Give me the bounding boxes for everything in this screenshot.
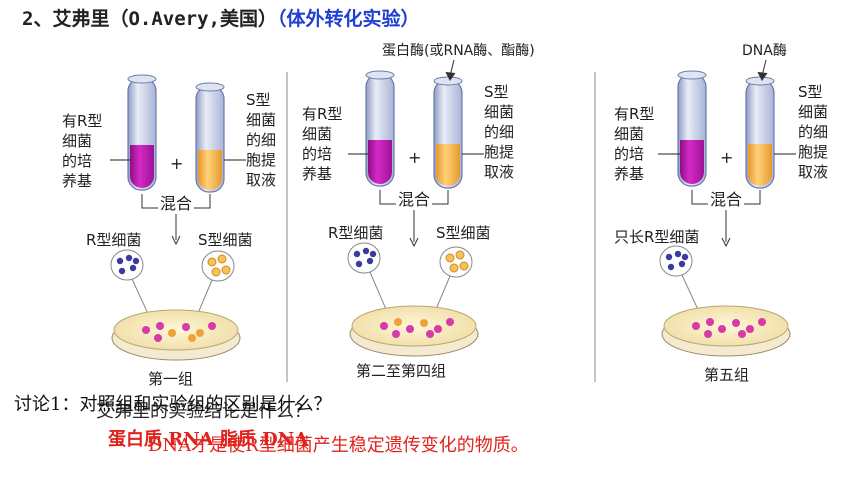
title-text: 2、艾弗里（O.Avery,美国） bbox=[22, 8, 277, 30]
panel2-petri-dish bbox=[349, 305, 479, 357]
panel2-enzyme: 蛋白酶(或RNA酶、酯酶) bbox=[382, 43, 535, 59]
panel3-plus: + bbox=[720, 148, 734, 167]
panel2-mix: 混合 bbox=[396, 186, 433, 210]
panel3-tube-right bbox=[745, 76, 775, 189]
panel2-tube-left bbox=[365, 70, 395, 187]
panel3-tube-left bbox=[677, 70, 707, 187]
panel2-s-bacteria-bubble bbox=[433, 246, 473, 315]
panel2-r-bacteria-bubble bbox=[347, 242, 389, 315]
panel1-r-bacteria: R型细菌 bbox=[86, 231, 142, 249]
discussion-question: 讨论1：对照组和实验组的区别是什么？ bbox=[14, 394, 332, 415]
answer-text: DNA才是使R型细菌产生稳定遗传变化的物质。 bbox=[148, 435, 529, 456]
panel1-left-label: 有R型 细菌 的培 养基 bbox=[62, 112, 103, 190]
panel3-r-only: 只长R型细菌 bbox=[614, 228, 700, 246]
panel1-petri-dish bbox=[111, 309, 241, 361]
panel1-plus: + bbox=[170, 154, 184, 173]
panel3-left-label: 有R型 细菌 的培 养基 bbox=[614, 105, 655, 183]
title-highlight: （体外转化实验） bbox=[276, 8, 420, 30]
panel1-s-bacteria: S型细菌 bbox=[198, 231, 253, 249]
panel3-mix: 混合 bbox=[708, 186, 745, 210]
panel1-group: 第一组 bbox=[148, 370, 194, 388]
page-title: 2、艾弗里（O.Avery,美国）（体外转化实验） bbox=[22, 4, 419, 31]
panel3-right-label: S型 细菌 的细 胞提 取液 bbox=[798, 83, 829, 181]
panel3-group: 第五组 bbox=[704, 366, 750, 384]
panel1-mix: 混合 bbox=[158, 190, 195, 214]
panel2-r-bacteria: R型细菌 bbox=[328, 224, 384, 242]
panel1-s-bacteria-bubble bbox=[195, 250, 235, 319]
panel2-s-bacteria: S型细菌 bbox=[436, 224, 491, 242]
panel1-r-bacteria-bubble bbox=[110, 249, 151, 319]
panel2-left-label: 有R型 细菌 的培 养基 bbox=[302, 105, 343, 183]
panel3-r-bacteria-bubble bbox=[659, 245, 701, 315]
panel3-petri-dish bbox=[661, 305, 791, 357]
panel2-group: 第二至第四组 bbox=[356, 362, 447, 380]
discussion-question-overlap: 艾弗里的实验结论是什么？ bbox=[96, 401, 312, 422]
panel1-right-label: S型 细菌 的细 胞提 取液 bbox=[246, 91, 277, 189]
panel2-plus: + bbox=[408, 148, 422, 167]
panel1-tube-left bbox=[127, 74, 157, 191]
answer-overlap: 蛋白质 RNA 脂质 DNA bbox=[108, 429, 309, 450]
panel3-enzyme: DNA酶 bbox=[742, 43, 787, 59]
panel1-tube-right bbox=[195, 82, 225, 193]
panel2-tube-right bbox=[433, 76, 463, 189]
panel2-right-label: S型 细菌 的细 胞提 取液 bbox=[484, 83, 515, 181]
